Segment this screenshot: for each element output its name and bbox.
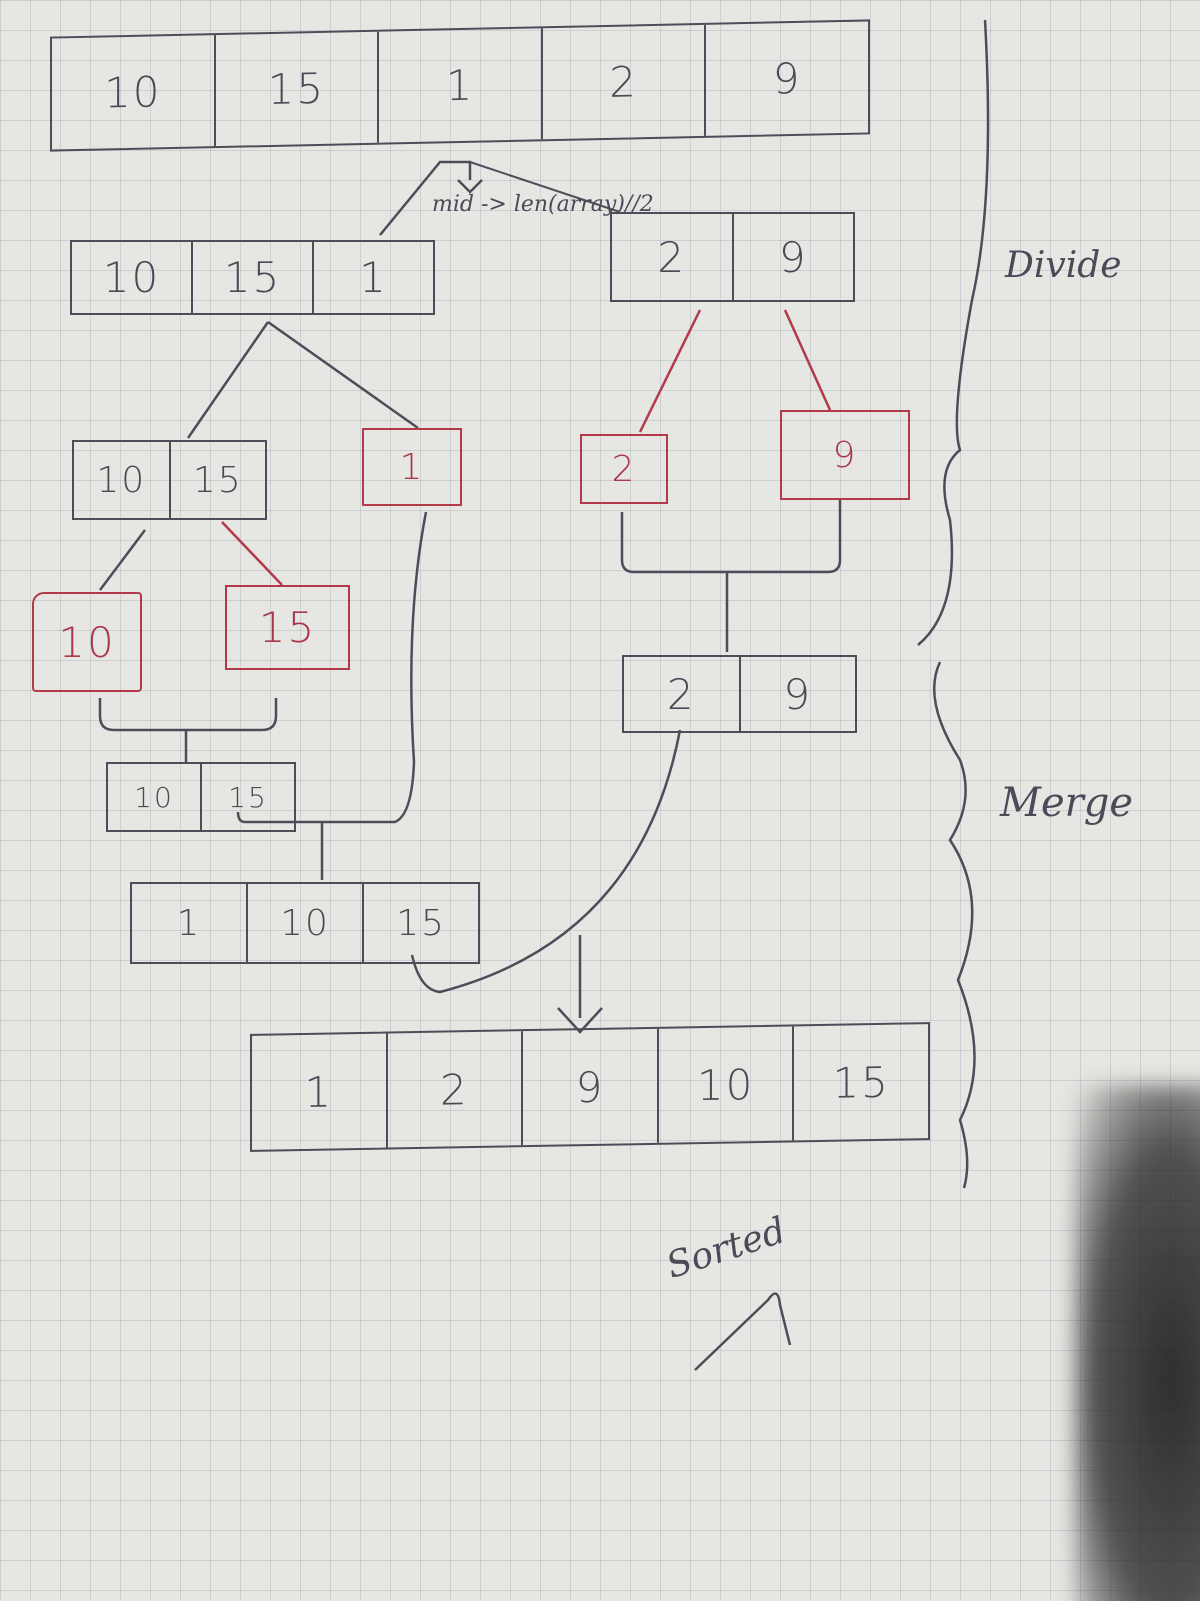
merged-2-9: 2 9 — [622, 655, 857, 733]
branch-2 — [638, 309, 702, 433]
branch-left-3 — [186, 321, 270, 439]
array-cell: 15 — [215, 31, 380, 147]
single-15: 15 — [225, 585, 350, 670]
array-cell: 1 — [399, 446, 425, 488]
merge-bracket-10-15 — [98, 698, 278, 732]
single-2: 2 — [580, 434, 668, 504]
single-1: 1 — [362, 428, 462, 506]
pair-10-15: 10 15 — [72, 440, 267, 520]
array-cell: 9 — [783, 669, 813, 719]
split-right-line — [469, 161, 621, 213]
final-arrow-head — [557, 1007, 603, 1034]
branch-right-3 — [267, 320, 419, 430]
array-cell: 2 — [387, 1031, 524, 1148]
merge-brace — [933, 661, 976, 1189]
right-half-array: 2 9 — [610, 212, 855, 302]
divide-brace — [917, 19, 990, 646]
array-cell: 15 — [832, 1057, 890, 1108]
array-cell: 10 — [658, 1026, 795, 1143]
original-array: 10 15 1 2 9 — [50, 19, 870, 152]
merge-label: Merge — [1000, 780, 1134, 826]
single-10: 10 — [32, 592, 142, 692]
array-cell: 2 — [611, 448, 637, 490]
array-cell: 15 — [192, 459, 243, 501]
branch-10 — [99, 529, 146, 591]
array-cell: 10 — [108, 764, 202, 830]
line-from-1 — [236, 511, 428, 824]
sorted-array: 1 2 9 10 15 — [250, 1022, 930, 1152]
array-cell: 10 — [58, 617, 116, 667]
merged-1-10-15: 1 10 15 — [130, 882, 480, 964]
split-arrow-head — [457, 179, 483, 194]
divide-label: Divide — [1005, 245, 1122, 286]
sorted-check — [694, 1292, 792, 1371]
array-cell: 2 — [612, 214, 734, 300]
array-cell: 1 — [379, 28, 543, 143]
array-cell: 1 — [132, 884, 248, 962]
array-cell: 9 — [778, 232, 808, 282]
array-cell: 15 — [396, 902, 446, 944]
hand-shadow — [1075, 1085, 1200, 1601]
array-cell: 2 — [624, 657, 741, 731]
curve-from-2-9 — [410, 729, 682, 994]
array-cell: 1 — [359, 253, 388, 302]
branch-9 — [783, 309, 832, 411]
array-cell: 9 — [832, 434, 858, 476]
array-cell: 9 — [523, 1028, 659, 1146]
array-cell: 10 — [74, 442, 171, 518]
array-cell: 9 — [772, 53, 802, 104]
split-arrow-main — [379, 160, 472, 236]
array-cell: 2 — [542, 24, 707, 140]
single-9: 9 — [780, 410, 910, 500]
array-cell: 1 — [252, 1033, 388, 1150]
branch-15 — [221, 521, 283, 586]
array-cell: 10 — [248, 884, 364, 962]
left-half-array: 10 15 1 — [70, 240, 435, 315]
array-cell: 15 — [228, 780, 268, 814]
array-cell: 10 — [72, 242, 193, 313]
array-cell: 15 — [258, 603, 317, 652]
merge-bracket-2-9 — [620, 498, 842, 574]
merged-10-15: 10 15 — [106, 762, 296, 832]
array-cell: 15 — [193, 242, 314, 313]
array-cell: 10 — [52, 35, 216, 150]
